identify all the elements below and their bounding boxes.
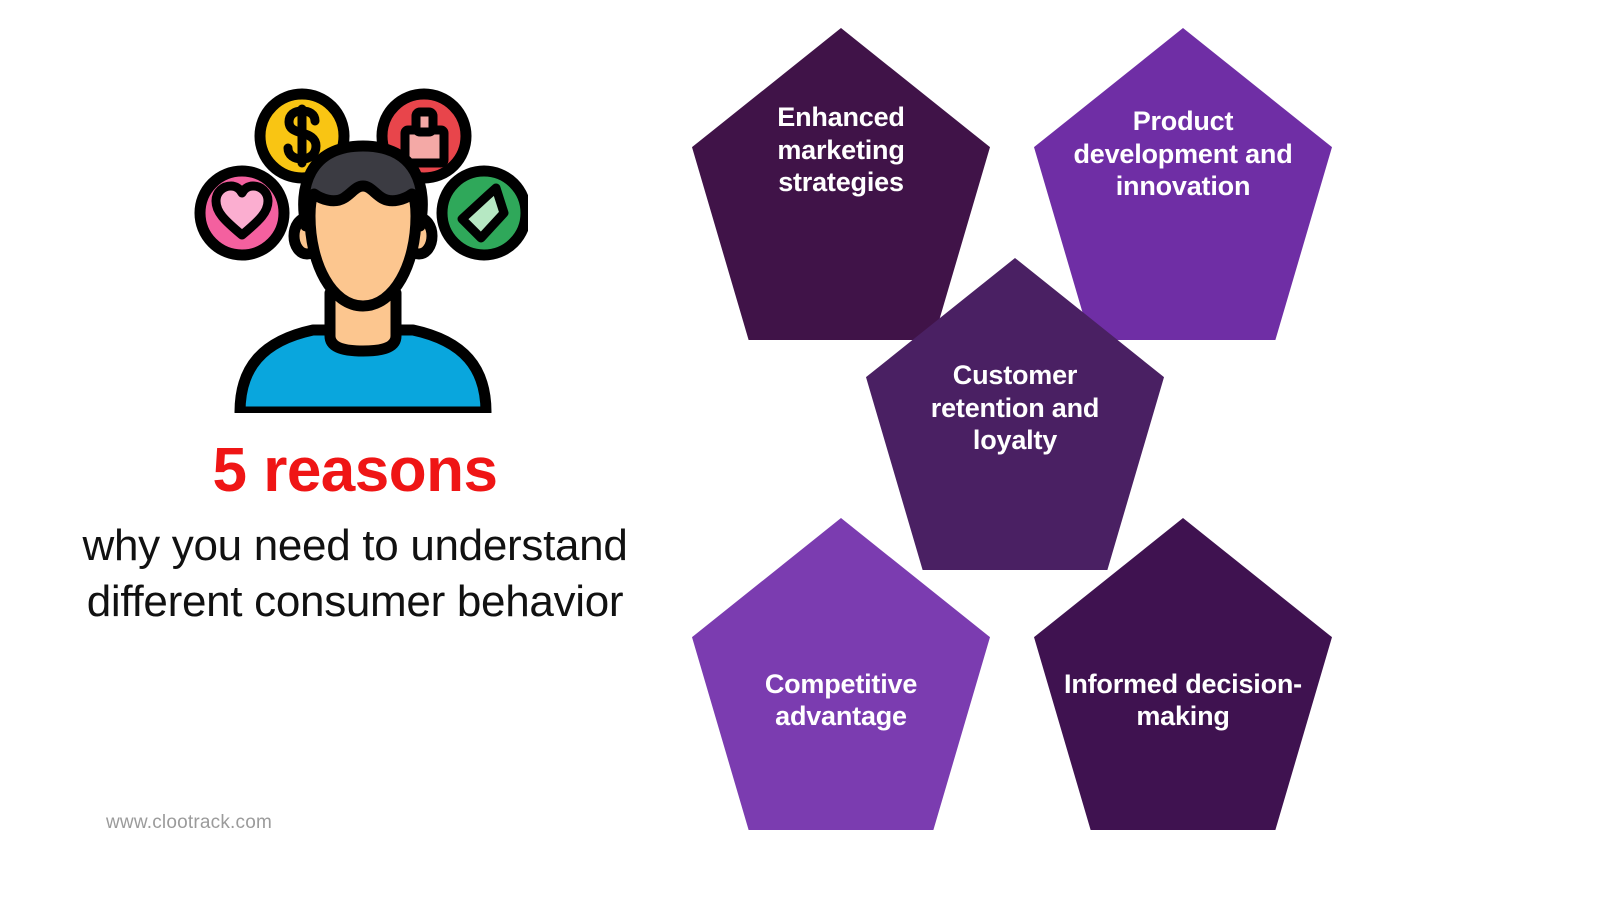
price-tag-icon [436, 165, 532, 261]
consumer-persona-illustration [178, 68, 532, 418]
pentagon-label: Product development and innovation [1073, 106, 1293, 202]
pentagon-label: Customer retention and loyalty [930, 360, 1100, 456]
person-figure [234, 140, 492, 418]
website-url[interactable]: www.clootrack.com [106, 812, 272, 833]
pentagon-label: Enhanced marketing strategies [777, 102, 905, 198]
headline-body: why you need to understand different con… [82, 521, 628, 627]
pentagon-enhanced-marketing-strategies[interactable]: Enhanced marketing strategies [692, 28, 990, 340]
dollar-coin-icon [254, 88, 350, 184]
pentagon-label: Informed decision-making [1064, 668, 1302, 731]
headline-highlight: 5 reasons [212, 436, 498, 505]
heart-icon [194, 165, 290, 261]
pentagon-cluster: Enhanced marketing strategies Product de… [670, 0, 1600, 900]
left-panel: 5 reasons why you need to understand dif… [0, 0, 690, 900]
pentagon-label: Competitive advantage [764, 668, 918, 731]
headline-block: 5 reasons why you need to understand dif… [60, 440, 650, 631]
pentagon-product-development-innovation[interactable]: Product development and innovation [1034, 28, 1332, 340]
